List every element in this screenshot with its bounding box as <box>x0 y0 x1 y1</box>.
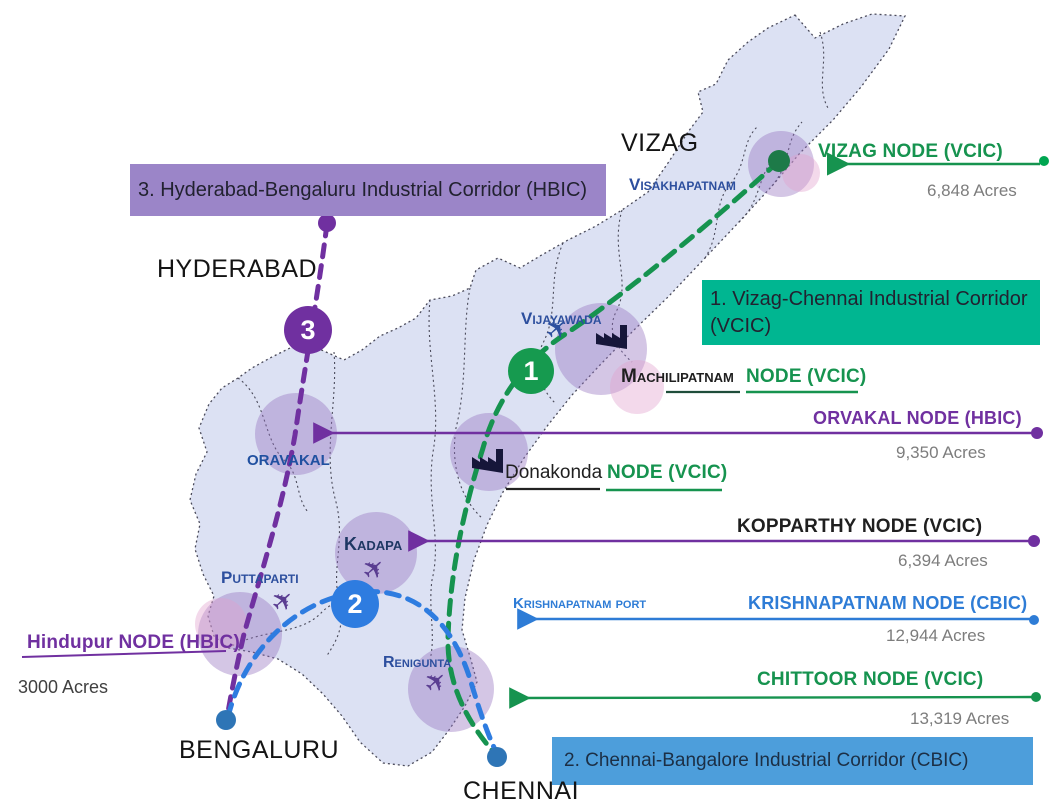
hindupur-node-label: Hindupur NODE (HBIC) <box>27 632 240 653</box>
node-circles-pink <box>195 154 820 650</box>
cbic-marker-2: 2 <box>331 580 379 628</box>
chittoor-node-acres: 13,319 Acres <box>910 709 1010 728</box>
vizag-node-dot <box>768 150 790 172</box>
hbic-corridor-box: 3. Hyderabad-Bengaluru Industrial Corrid… <box>130 164 606 216</box>
vizag-node-label: VIZAG NODE (VCIC) <box>818 141 1003 162</box>
donakonda-node-label: NODE (VCIC) <box>607 462 728 483</box>
cbic-corridor-line <box>225 589 500 757</box>
hbic-marker-3: 3 <box>284 306 332 354</box>
factory-icon <box>472 449 503 473</box>
vizag-node-acres: 6,848 Acres <box>927 181 1017 200</box>
machilipatnam-place-label: Machilipatnam <box>621 366 734 387</box>
city-label-hyderabad: HYDERABAD <box>157 255 318 283</box>
cbic-corridor-box: 2. Chennai-Bangalore Industrial Corridor… <box>552 737 1033 785</box>
city-label-renigunta: Renigunta <box>383 654 452 671</box>
leader-lines <box>21 152 1040 709</box>
hyderabad-dot <box>318 214 336 232</box>
city-label-puttaparti: Puttaparti <box>221 568 299 587</box>
hindupur-node-acres: 3000 Acres <box>18 677 109 697</box>
vcic-corridor-box: 1. Vizag-Chennai Industrial Corridor (VC… <box>702 280 1040 345</box>
vcic-corridor-line <box>445 158 782 759</box>
orvakal-node-label: ORVAKAL NODE (HBIC) <box>813 408 1022 428</box>
chennai-dot <box>487 747 507 767</box>
machilipatnam-node-label: NODE (VCIC) <box>746 366 867 387</box>
city-label-vizag: VIZAG <box>621 129 699 157</box>
line-end-dots <box>1028 156 1049 702</box>
city-label-kadapa: Kadapa <box>344 534 403 554</box>
city-label-vijayawada: Vijayawada <box>521 309 602 328</box>
kopparthy-node-acres: 6,394 Acres <box>898 551 988 570</box>
orvakal-node-acres: 9,350 Acres <box>896 443 986 462</box>
krishnapatnam-node-label: KRISHNAPATNAM NODE (CBIC) <box>748 593 1028 613</box>
vcic-marker-1: 1 <box>508 348 554 394</box>
factory-icon <box>596 325 627 349</box>
bengaluru-dot <box>216 710 236 730</box>
city-label-oravakal: ORAVAKAL <box>247 452 330 469</box>
city-label-bengaluru: BENGALURU <box>179 736 340 764</box>
city-label-visakhapatnam: Visakhapatnam <box>629 175 736 194</box>
kopparthy-node-label: KOPPARTHY NODE (VCIC) <box>737 516 983 537</box>
city-label-chennai: CHENNAI <box>463 777 580 805</box>
krishnapatnam-port-label: Krishnapatnam port <box>513 595 647 612</box>
donakonda-place-label: Donakonda <box>505 462 603 483</box>
state-outline <box>189 13 907 767</box>
krishnapatnam-node-acres: 12,944 Acres <box>886 626 986 645</box>
chittoor-node-label: CHITTOOR NODE (VCIC) <box>757 669 984 690</box>
